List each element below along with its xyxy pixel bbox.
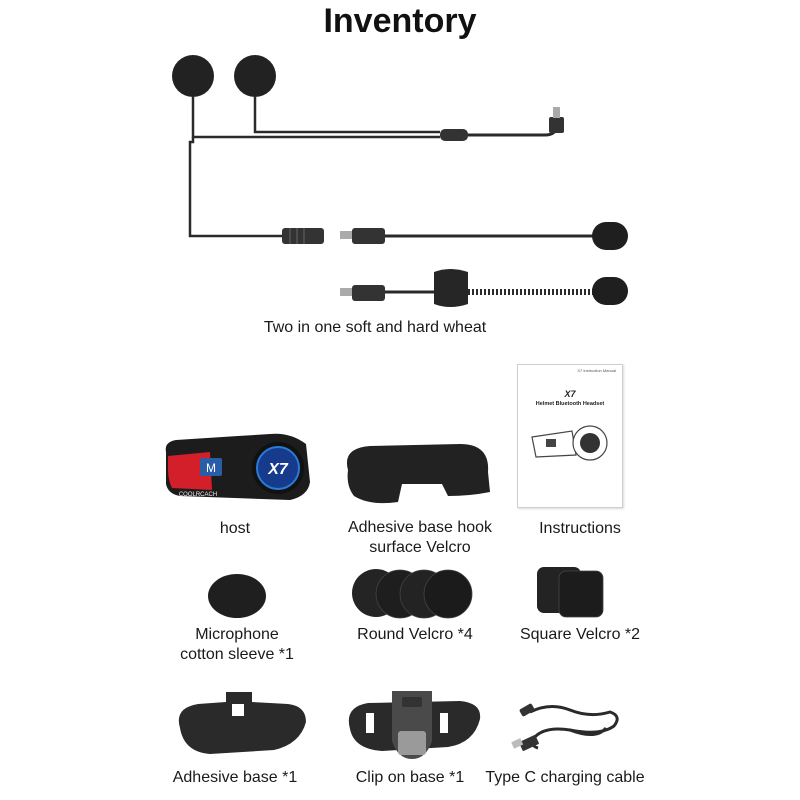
square-velcro-caption: Square Velcro *2 [519,626,641,643]
booklet-header-small: X7 Instruction Manual [577,368,616,373]
clip-base-image [348,691,481,759]
hook-velcro-image [346,444,490,504]
soft-mic-plug-icon [340,231,352,239]
usb-c-plug-icon [519,703,535,717]
hard-mic-foam-icon [592,277,628,305]
type-c-cable-image [511,703,619,752]
adhesive-base-image [178,692,306,754]
square-velcro-pad-icon [558,570,604,618]
round-velcro-disc-icon [423,569,473,619]
headphone-assembly-image [172,55,628,307]
booklet-device-sketch [531,425,608,461]
round-velcro-image [352,569,473,619]
mic-sleeve-caption: Microphone cotton sleeve *1 [157,625,317,665]
left-speaker-icon [172,55,214,97]
hook-velcro-caption-line2: surface Velcro [369,539,471,556]
instructions-caption: Instructions [539,520,621,537]
host-brand-text: COOLRCACH [179,492,217,498]
clip-base-caption: Clip on base *1 [355,769,465,786]
hard-mic-plug-icon [340,288,352,296]
mic-sleeve-caption-line1: Microphone [195,626,279,643]
host-m-button: M [206,461,216,475]
page-title: Inventory [323,2,477,40]
host-logo-text: X7 [267,461,289,478]
soft-mic-foam-icon [592,222,628,250]
round-velcro-caption: Round Velcro *4 [357,626,473,643]
booklet-model: X7 [564,389,576,399]
mic-sleeve-caption-line2: cotton sleeve *1 [180,646,294,663]
right-speaker-icon [234,55,276,97]
booklet-subtitle: Helmet Bluetooth Headset [535,401,605,407]
square-velcro-image [537,567,604,618]
hook-velcro-caption: Adhesive base hook surface Velcro [330,518,510,558]
headphone-caption: Two in one soft and hard wheat [263,319,487,336]
usb-a-plug-icon [519,734,539,752]
host-device-image: M X7 COOLRCACH [165,433,310,500]
type-c-cable-caption: Type C charging cable [485,769,645,786]
hook-velcro-caption-line1: Adhesive base hook [347,519,493,536]
adhesive-base-caption: Adhesive base *1 [172,769,298,786]
mic-sleeve-image [208,574,266,618]
instructions-booklet: X7 Instruction Manual X7 Helmet Bluetoot… [517,364,623,508]
host-caption: host [219,520,251,537]
